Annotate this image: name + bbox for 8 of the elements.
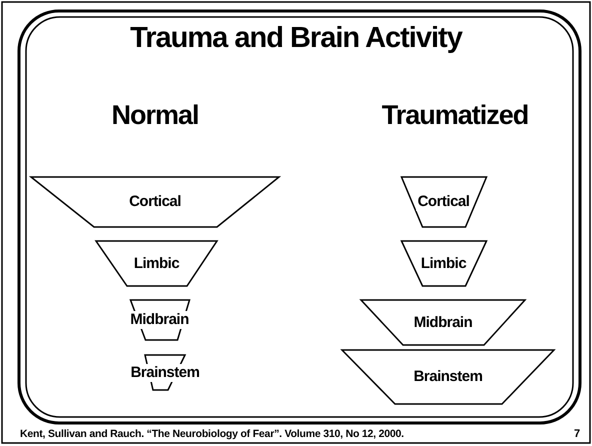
column-heading: Traumatized (380, 100, 530, 131)
slide-title: Trauma and Brain Activity (129, 22, 464, 55)
column-heading: Normal (110, 100, 200, 131)
brain-region-label: Midbrain (128, 311, 191, 329)
brain-region-label: Cortical (416, 193, 472, 211)
page-number: 7 (574, 428, 580, 440)
citation: Kent, Sullivan and Rauch. “The Neurobiology of Fear”. Volume 310, No 12, 2000. (20, 428, 404, 440)
brain-region-label: Brainstem (128, 364, 202, 382)
